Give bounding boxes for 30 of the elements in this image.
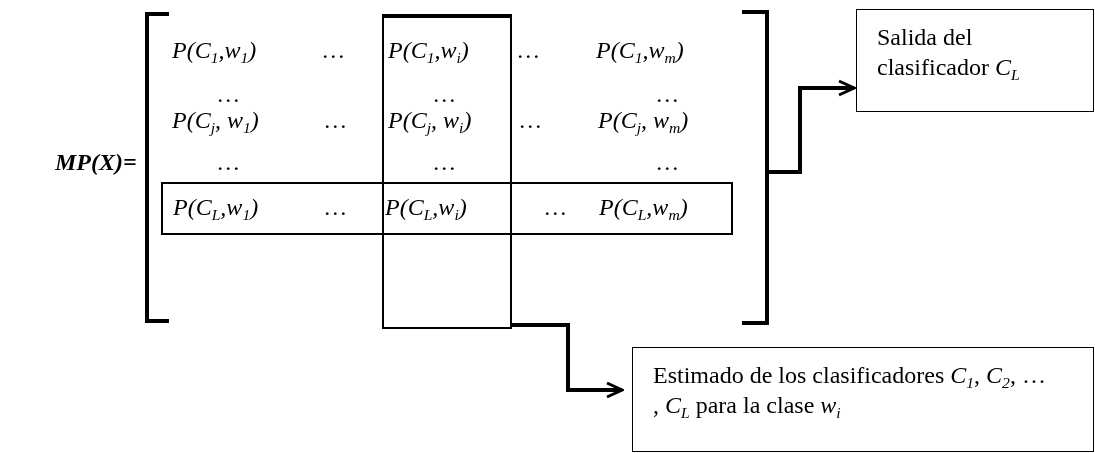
ellipsis: … bbox=[434, 148, 456, 176]
ellipsis: … bbox=[325, 193, 347, 221]
matrix-entry: P(C$_{1}$,w$_{1}$) bbox=[172, 36, 257, 64]
ellipsis: … bbox=[218, 80, 240, 108]
text-box bbox=[856, 9, 1094, 112]
arrow bbox=[512, 323, 624, 399]
description-text: Salida del clasificador C$_{L}$ bbox=[877, 23, 1021, 82]
arrow bbox=[768, 79, 856, 174]
matrix-entry: P(C$_{j}$, w$_{1}$) bbox=[172, 106, 259, 134]
ellipsis: … bbox=[657, 80, 679, 108]
ellipsis: … bbox=[518, 36, 540, 64]
matrix-entry: P(C$_{1}$,w$_{m}$) bbox=[596, 36, 684, 64]
matrix-name: MP(X)= bbox=[55, 148, 137, 176]
matrix-entry: P(C$_{j}$, w$_{i}$) bbox=[388, 106, 472, 134]
ellipsis: … bbox=[545, 193, 567, 221]
ellipsis: … bbox=[434, 80, 456, 108]
matrix-entry: P(C$_{L}$,w$_{1}$) bbox=[173, 193, 259, 221]
ellipsis: … bbox=[657, 148, 679, 176]
matrix-entry: P(C$_{L}$,w$_{m}$) bbox=[599, 193, 688, 221]
ellipsis: … bbox=[325, 106, 347, 134]
description-text: Estimado de los clasificadores C$_{1}$, C$_{2}$, … , C$_{L}$ para la clase w$_{i}$ bbox=[653, 361, 1047, 420]
ellipsis: … bbox=[520, 106, 542, 134]
column-highlight-box bbox=[382, 14, 512, 329]
ellipsis: … bbox=[218, 148, 240, 176]
text-box bbox=[632, 347, 1094, 452]
matrix-entry: P(C$_{L}$,w$_{i}$) bbox=[385, 193, 467, 221]
ellipsis: … bbox=[323, 36, 345, 64]
matrix-entry: P(C$_{1}$,w$_{i}$) bbox=[388, 36, 469, 64]
matrix-entry: P(C$_{j}$, w$_{m}$) bbox=[598, 106, 689, 134]
row-highlight-box bbox=[161, 182, 733, 235]
